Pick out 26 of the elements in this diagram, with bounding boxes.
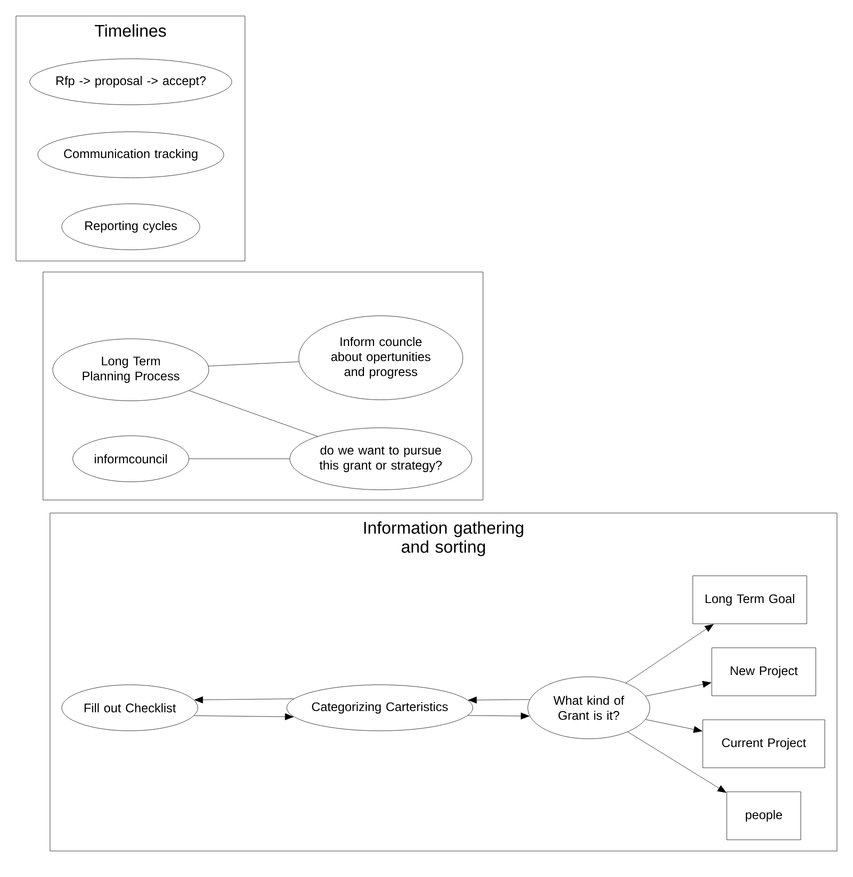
connector-line <box>188 458 290 459</box>
ellipse-node: Communication tracking <box>38 132 224 178</box>
ellipse-node: Fill out Checklist <box>62 684 198 731</box>
ellipse-node: informcouncil <box>72 436 189 482</box>
ellipse-node: do we want to pursue this grant or strategy? <box>290 428 472 490</box>
arrow <box>468 712 530 720</box>
arrow <box>626 624 714 684</box>
arrow <box>628 732 726 793</box>
arrow <box>645 680 712 696</box>
connector-line <box>188 390 318 436</box>
ellipse-node: Inform councle about opertunities and progress <box>298 316 463 400</box>
process-box: New Project <box>712 648 816 696</box>
cluster-box <box>42 272 484 500</box>
ellipse-node: Rfp -> proposal -> accept? <box>30 58 232 105</box>
process-box: Current Project <box>702 720 826 768</box>
ellipse-node: Reporting cycles <box>62 204 200 250</box>
arrow <box>194 696 294 704</box>
arrow <box>468 696 530 704</box>
process-box: Long Term Goal <box>692 576 808 624</box>
ellipse-node: Categorizing Carteristics <box>286 684 473 731</box>
connector-line <box>208 362 300 366</box>
arrow <box>194 713 294 720</box>
arrow <box>645 719 702 733</box>
ellipse-node: Long Term Planning Process <box>52 338 209 401</box>
ellipse-node: What kind of Grant is it? <box>528 676 650 739</box>
process-box: people <box>726 792 802 840</box>
